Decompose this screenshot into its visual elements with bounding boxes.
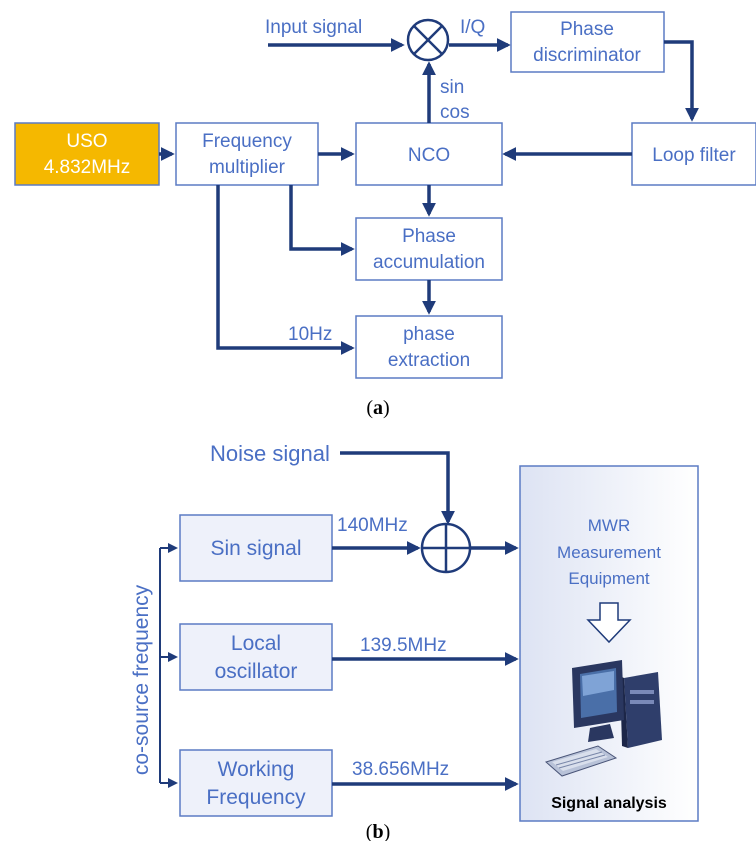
working-frequency-line1: Working <box>218 758 295 781</box>
mwr-line1: MWR <box>588 516 630 535</box>
local-oscillator-block <box>179 623 333 691</box>
phase-discriminator-block <box>510 11 665 73</box>
caption-a-letter: a <box>373 397 383 419</box>
local-oscillator-line1: Local <box>231 632 281 655</box>
sin-signal-label: Sin signal <box>210 537 301 560</box>
diagram-b: Noise signal co-source frequency Sin sig… <box>130 441 699 841</box>
co-source-frequency-label: co-source frequency <box>130 584 153 775</box>
uso-line1: USO <box>66 131 107 152</box>
working-frequency-block <box>179 749 333 817</box>
noise-signal-label: Noise signal <box>210 441 330 466</box>
freq-38-label: 38.656MHz <box>352 759 449 780</box>
loop-filter-block <box>631 122 756 186</box>
multiplier-to-accumulation-arrow <box>289 185 355 256</box>
phase-extraction-line1: phase <box>403 324 455 345</box>
phase-discriminator-line2: discriminator <box>533 45 641 66</box>
phase-extraction-line2: extraction <box>388 350 470 371</box>
noise-signal-arrow <box>340 451 455 525</box>
caption-a: (a) <box>366 397 389 419</box>
uso-line2: 4.832MHz <box>44 157 131 178</box>
loop-filter-label: Loop filter <box>652 145 736 166</box>
sin-label: sin <box>440 77 464 98</box>
phase-discriminator-line1: Phase <box>560 19 614 40</box>
mwr-line3: Equipment <box>568 569 650 588</box>
local-oscillator-line2: oscillator <box>215 660 298 683</box>
uso-block <box>14 122 160 186</box>
diagram-a: Input signal I/Q Phase discriminator Loo… <box>14 11 756 419</box>
iq-label: I/Q <box>460 17 485 38</box>
signal-analysis-label: Signal analysis <box>551 795 667 812</box>
phase-extraction-block <box>355 315 503 379</box>
mixer-icon <box>406 18 450 62</box>
caption-b: (b) <box>366 821 390 841</box>
working-frequency-line2: Frequency <box>206 786 306 809</box>
freq-140-label: 140MHz <box>337 515 408 536</box>
adder-icon <box>420 522 472 574</box>
ten-hz-label: 10Hz <box>288 324 332 345</box>
sin-signal-block <box>179 514 333 582</box>
computer-icon <box>544 660 662 777</box>
phase-accumulation-line2: accumulation <box>373 252 485 273</box>
phase-accumulation-block <box>355 217 503 281</box>
pd-to-loop-filter-arrow <box>664 40 699 122</box>
multiplier-to-extraction-arrow <box>216 185 355 355</box>
freq-139-label: 139.5MHz <box>360 635 447 656</box>
frequency-multiplier-line1: Frequency <box>202 131 292 152</box>
cos-label: cos <box>440 102 470 123</box>
frequency-multiplier-line2: multiplier <box>209 157 286 178</box>
mwr-line2: Measurement <box>557 543 661 562</box>
input-signal-label: Input signal <box>265 17 362 38</box>
nco-label: NCO <box>408 145 450 166</box>
down-arrow-icon <box>586 602 632 644</box>
phase-accumulation-line1: Phase <box>402 226 456 247</box>
caption-b-letter: b <box>372 821 383 841</box>
